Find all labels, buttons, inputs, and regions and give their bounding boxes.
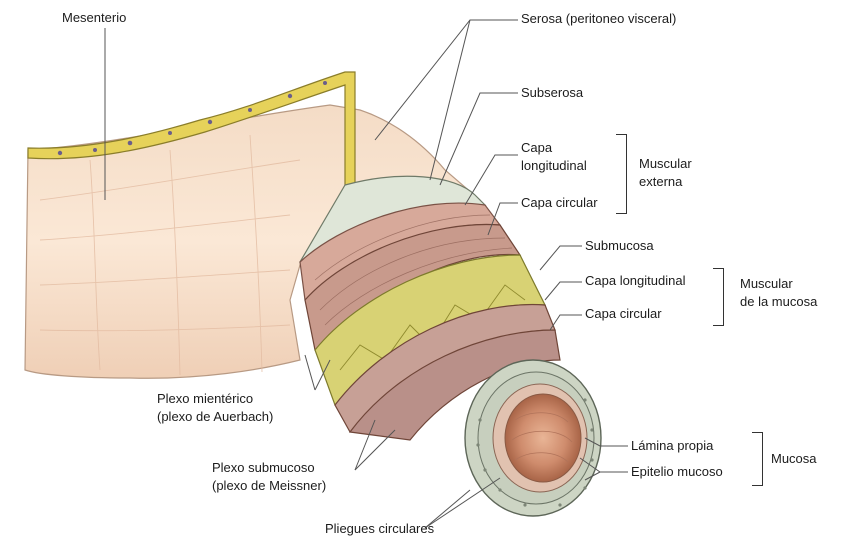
label-mesenterio: Mesenterio [62, 10, 126, 26]
label-mucosa: Mucosa [771, 451, 817, 467]
bracket-mucosa [752, 432, 763, 486]
label-plexo-mienterico-line1: Plexo mientérico [157, 391, 253, 407]
label-muscular-externa-line1: Muscular [639, 156, 692, 172]
label-plexo-submucoso-line2: (plexo de Meissner) [212, 478, 326, 494]
bracket-muscular-externa [616, 134, 627, 214]
label-plexo-mienterico-line2: (plexo de Auerbach) [157, 409, 273, 425]
label-lamina-propia: Lámina propia [631, 438, 713, 454]
label-muscular-mucosa-line1: Muscular [740, 276, 793, 292]
label-mm-capa-circular: Capa circular [585, 306, 662, 322]
label-muscular-externa-line2: externa [639, 174, 682, 190]
label-muscular-mucosa-line2: de la mucosa [740, 294, 817, 310]
label-submucosa: Submucosa [585, 238, 654, 254]
label-subserosa: Subserosa [521, 85, 583, 101]
label-serosa: Serosa (peritoneo visceral) [521, 11, 676, 27]
label-epitelio-mucoso: Epitelio mucoso [631, 464, 723, 480]
label-capa-circular: Capa circular [521, 195, 598, 211]
label-pliegues-circulares: Pliegues circulares [325, 521, 434, 537]
label-capa-longitudinal-line2: longitudinal [521, 158, 587, 174]
label-plexo-submucoso-line1: Plexo submucoso [212, 460, 315, 476]
bracket-muscular-mucosa [713, 268, 724, 326]
label-mm-capa-longitudinal: Capa longitudinal [585, 273, 685, 289]
label-capa-longitudinal-line1: Capa [521, 140, 552, 156]
end-face [465, 360, 601, 516]
